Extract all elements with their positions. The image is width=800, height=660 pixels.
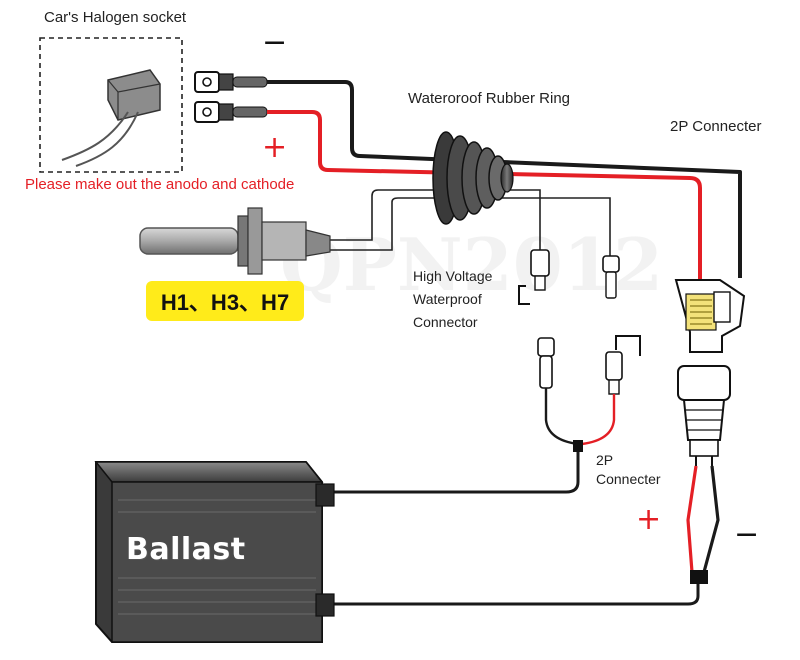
socket-plus-sign: + [262, 130, 288, 165]
power-wire-positive [686, 465, 698, 573]
ballast-power-cable [330, 584, 700, 606]
hv-wire-left [544, 388, 579, 446]
high-voltage-label-line1: High Voltage [413, 268, 493, 284]
ballast-hv-cable [330, 452, 580, 494]
hv-connector-top-right [602, 255, 620, 299]
connector-2p-top-label: 2P Connecter [670, 118, 762, 135]
ballast-plus-sign: + [636, 502, 662, 537]
hv-wire-joint [573, 440, 583, 452]
high-voltage-label-line2: Waterproof [413, 291, 482, 307]
connector-2p-bottom-label-line1: 2P [596, 452, 614, 468]
rubber-ring-label: Wateroroof Rubber Ring [408, 90, 571, 107]
power-wire-joint [690, 570, 708, 584]
terminal-negative [194, 71, 268, 93]
hv-connector-top-left [518, 249, 550, 305]
terminal-positive [194, 101, 268, 123]
negative-wire-socket [267, 80, 742, 278]
watermark-text: QPN2012 [280, 222, 663, 307]
polarity-note: Please make out the anodo and cathode [25, 176, 295, 193]
hv-wire-right [581, 394, 616, 446]
hid-bulb [139, 207, 331, 275]
hv-connector-bottom-right [605, 335, 641, 395]
ballast-unit [94, 461, 335, 643]
positive-wire-socket [267, 110, 702, 280]
ballast-minus-sign: − [734, 517, 760, 552]
connector-2p-upper [674, 279, 746, 353]
halogen-socket-box [39, 37, 183, 173]
halogen-plug-icon [61, 69, 161, 167]
waterproof-rubber-ring [432, 131, 514, 225]
connector-2p-lower [677, 365, 731, 466]
bulb-wire-2 [330, 197, 611, 256]
ballast-label: Ballast [126, 532, 246, 567]
power-wire-negative [702, 465, 720, 573]
high-voltage-label-line3: Connector [413, 314, 478, 330]
hv-connector-bottom-left [537, 337, 555, 389]
bulb-model-badge: H1、H3、H7 [146, 281, 304, 321]
connector-2p-bottom-label-line2: Connecter [596, 471, 661, 487]
socket-minus-sign: − [262, 25, 288, 60]
halogen-socket-label: Car's Halogen socket [44, 9, 187, 26]
bulb-wire-1 [330, 189, 541, 250]
